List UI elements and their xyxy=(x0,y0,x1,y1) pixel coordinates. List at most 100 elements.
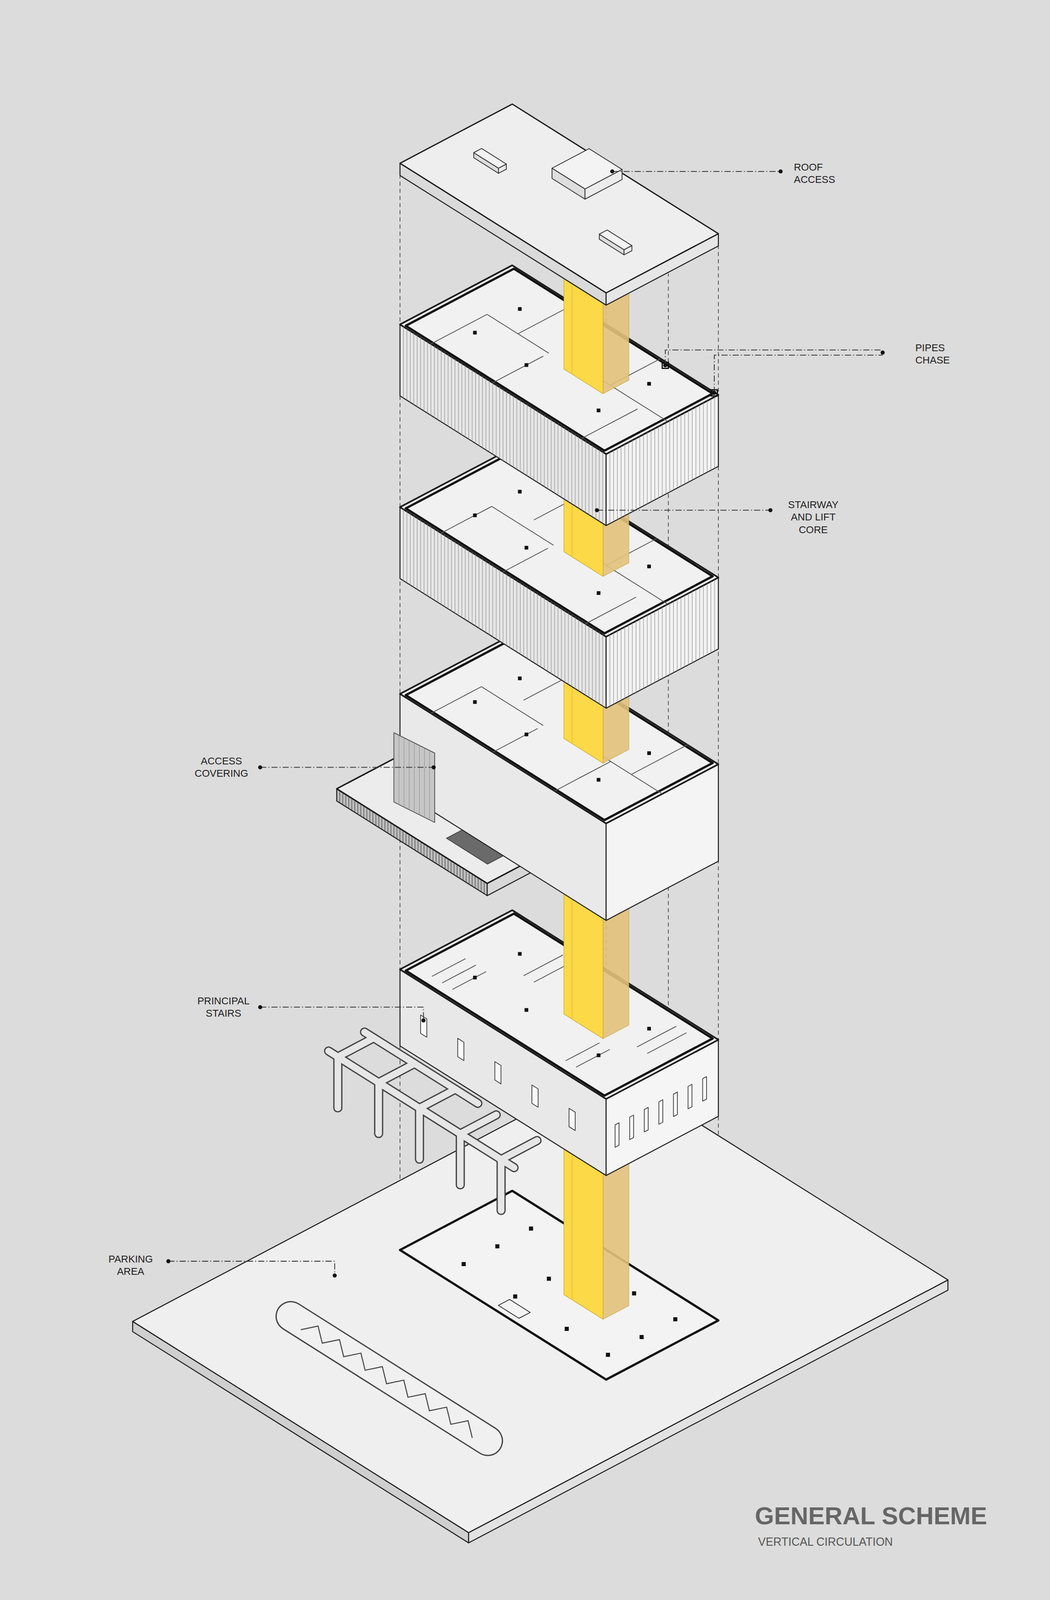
facade-louver xyxy=(339,790,340,804)
leader-line xyxy=(612,171,781,172)
facade-louver xyxy=(483,881,485,895)
callout-label: STAIRWAY AND LIFT CORE xyxy=(783,498,843,537)
stair-tube xyxy=(496,1159,506,1211)
facade-louver xyxy=(550,419,552,492)
facade-louver xyxy=(617,448,618,520)
column xyxy=(647,564,651,569)
diagram-title: GENERAL SCHEME xyxy=(754,1501,988,1530)
facade-louver xyxy=(444,535,445,607)
facade-louver xyxy=(699,404,700,477)
floor-plate xyxy=(400,265,719,455)
window xyxy=(702,1076,707,1102)
facade-louver xyxy=(430,526,432,599)
column xyxy=(673,1317,678,1322)
facade-louver xyxy=(695,406,697,479)
facade-louver xyxy=(437,530,438,603)
stair-tube xyxy=(374,1082,384,1134)
column xyxy=(473,513,477,518)
facade-louver xyxy=(509,576,510,648)
facade-louver xyxy=(554,604,555,676)
facade-louver xyxy=(441,855,443,868)
facade-louver xyxy=(360,804,362,817)
stair-tube xyxy=(501,1140,538,1160)
leader-dot xyxy=(421,1018,426,1023)
facade-louver xyxy=(613,632,614,705)
facade-louver xyxy=(537,410,538,483)
facade-louver xyxy=(485,378,487,451)
stair-tube xyxy=(415,1108,425,1160)
partition-wall xyxy=(585,597,637,624)
stair-tube xyxy=(375,1082,383,1134)
leader-dot xyxy=(610,169,615,174)
facade-louver xyxy=(480,879,482,893)
facade-louver xyxy=(530,589,531,661)
stair-tube xyxy=(415,1108,423,1160)
facade-louver xyxy=(485,561,487,633)
partition-wall xyxy=(491,506,554,546)
facade-louver xyxy=(357,801,359,815)
window xyxy=(687,1084,692,1109)
facade-louver xyxy=(544,597,545,670)
facade-louver xyxy=(578,619,579,692)
leader-dot xyxy=(663,363,668,368)
facade-louver xyxy=(435,851,437,864)
facade-louver xyxy=(526,404,528,477)
partition-wall xyxy=(487,314,550,354)
floor-plate xyxy=(400,103,719,293)
callout-label: PIPES CHASE xyxy=(915,341,975,367)
column xyxy=(546,1276,551,1281)
facade-louver xyxy=(461,545,463,618)
facade-louver xyxy=(434,346,435,418)
leader-dot xyxy=(768,508,773,513)
column xyxy=(647,381,651,386)
facade-louver xyxy=(592,628,593,700)
facade-louver xyxy=(451,539,452,612)
column xyxy=(473,975,477,980)
facade-louver xyxy=(516,580,518,653)
facade-louver xyxy=(403,509,404,582)
covering-hatch xyxy=(398,735,400,805)
facade-louver xyxy=(639,436,640,509)
partition-wall xyxy=(431,958,466,977)
partition-wall xyxy=(441,506,492,533)
partition-wall xyxy=(503,548,548,572)
leader-dot xyxy=(258,1005,263,1010)
facade-louver xyxy=(417,839,419,853)
facade-louver xyxy=(676,599,678,671)
facade-louver xyxy=(673,601,674,673)
facade-louver xyxy=(598,632,600,705)
partition-wall xyxy=(452,971,487,990)
ramp-outline xyxy=(498,1299,531,1319)
covering-hatch xyxy=(424,748,425,818)
stair-tube xyxy=(337,1038,375,1058)
partition-wall xyxy=(523,955,563,976)
facade-louver xyxy=(516,397,518,470)
facade-louver xyxy=(643,617,644,689)
facade-louver xyxy=(345,794,347,807)
facade-louver xyxy=(462,868,464,881)
facade-louver xyxy=(676,416,678,489)
covering-hatch xyxy=(419,745,420,815)
facade-louver xyxy=(410,331,411,403)
roof-box xyxy=(473,148,507,169)
access-covering xyxy=(394,732,435,823)
facade-louver xyxy=(410,513,411,586)
facade-louver xyxy=(710,398,712,471)
facade-louver xyxy=(609,634,611,707)
facade-louver xyxy=(451,356,452,429)
stair-tube xyxy=(378,1063,415,1083)
facade-louver xyxy=(396,826,398,839)
perimeter-wall xyxy=(405,913,713,1096)
facade-louver xyxy=(399,828,401,842)
facade-louver xyxy=(654,611,655,683)
parking-island xyxy=(291,1316,489,1441)
window xyxy=(615,1122,620,1148)
column xyxy=(524,732,529,737)
leader-line xyxy=(665,349,884,366)
facade-louver xyxy=(441,350,442,422)
facade-louver xyxy=(488,563,490,635)
facade-louver xyxy=(620,446,622,518)
facade-louver xyxy=(408,834,410,847)
facade-louver xyxy=(519,582,521,655)
